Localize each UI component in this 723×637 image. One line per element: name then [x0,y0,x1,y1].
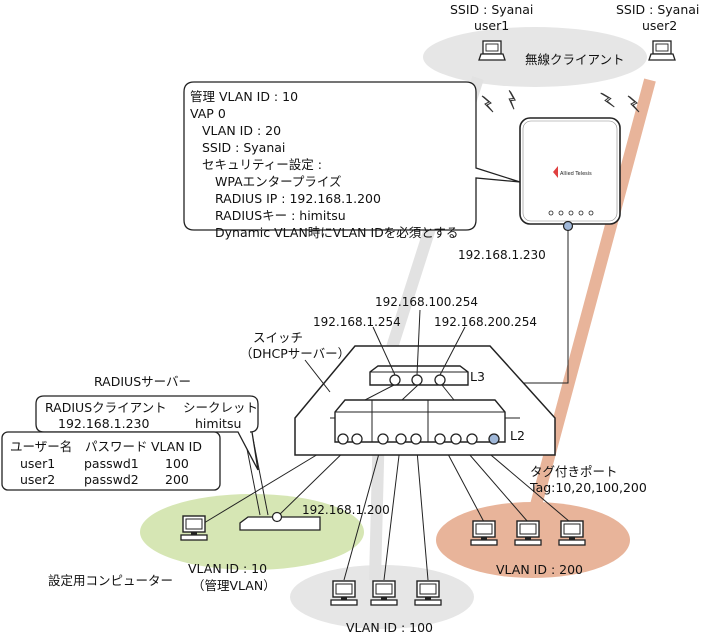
radius-server-ip: 192.168.1.200 [302,503,390,517]
radius-secret-header: シークレット [183,400,258,415]
pc-vlan200-icon [558,520,586,546]
pc-vlan200-icon [470,520,498,546]
user2-ssid-label: SSID : Syanai [616,2,699,17]
ap-leds [548,210,594,216]
setup-computer-label: 設定用コンピューター [48,573,173,588]
table-cell-passwd1: passwd1 [84,456,139,471]
vlan100-label: VLAN ID : 100 [346,620,433,635]
user1-ssid-label: SSID : Syanai [450,2,533,17]
laptop-user1-icon [478,40,506,61]
radius-server-port [271,511,283,523]
ap-config-line-4: SSID : Syanai [202,140,285,155]
pc-vlan100-icon [330,580,358,606]
table-cell-vlan200: 200 [165,472,189,487]
switch-name-label: スイッチ [253,330,303,345]
ap-config-line-7: RADIUS IP : 192.168.1.200 [215,191,381,206]
vlan200-label: VLAN ID : 200 [496,562,583,577]
switch-role-label: （DHCPサーバー） [240,346,350,361]
wireless-zone-ellipse [423,27,647,87]
switch-ip-vlan1: 192.168.1.254 [313,315,401,329]
radius-client-callout [35,395,259,471]
setup-computer-icon [180,515,208,541]
user-table [1,431,221,491]
ap-port [562,220,574,232]
ap-brand: Allied Telesis [560,171,592,177]
table-cell-user1: user1 [20,456,55,471]
signal-bolt-icon [600,90,615,110]
table-cell-user2: user2 [20,472,55,487]
ap-brand-logo [553,166,558,178]
radius-client-ip: 192.168.1.230 [58,416,149,431]
signal-bolt-icon [503,89,520,110]
user1-name-label: user1 [474,18,509,33]
switch-l2-label: L2 [510,428,525,443]
ap-config-callout [183,81,521,231]
pc-vlan200-icon [514,520,542,546]
pc-vlan100-icon [370,580,398,606]
laptop-user2-icon [648,40,676,61]
user2-name-label: user2 [642,18,677,33]
radius-server-title: RADIUSサーバー [94,374,191,389]
table-cell-vlan100: 100 [165,456,189,471]
pc-vlan100-icon [414,580,442,606]
switch-ip-vlan100: 192.168.100.254 [375,295,478,309]
ap-config-line-8: RADIUSキー : himitsu [215,208,346,223]
signal-bolt-icon [627,95,640,113]
signal-bolt-icon [481,95,494,113]
ap-config-line-9: Dynamic VLAN時にVLAN IDを必須とする [215,225,458,240]
radius-server-device [239,516,321,531]
table-header-password: パスワード [85,439,148,454]
ap-config-line-6: WPAエンタープライズ [215,174,342,189]
vlan10-zone [140,494,364,570]
ap-config-line-2: VAP 0 [190,106,226,121]
radius-secret-value: himitsu [195,416,241,431]
ap-config-line-5: セキュリティー設定 : [202,157,322,172]
radius-client-header: RADIUSクライアント [45,400,167,415]
switch-ports [337,374,500,445]
vlan10-label: VLAN ID : 10 [188,561,267,576]
table-header-vlanid: VLAN ID [151,439,202,454]
wireless-clients-label: 無線クライアント [525,52,625,67]
switch-l3-label: L3 [470,369,485,384]
vlan10-sub-label: （管理VLAN） [192,578,276,593]
table-header-username: ユーザー名 [10,439,72,454]
ap-config-line-3: VLAN ID : 20 [202,123,281,138]
ap-ip-label: 192.168.1.230 [458,248,546,262]
switch-ip-vlan200: 192.168.200.254 [434,315,537,329]
ap-config-line-1: 管理 VLAN ID : 10 [190,89,298,104]
tag-port-tags: Tag:10,20,100,200 [529,480,647,495]
tag-port-label: タグ付きポート [530,464,618,479]
table-cell-passwd2: passwd2 [84,472,139,487]
